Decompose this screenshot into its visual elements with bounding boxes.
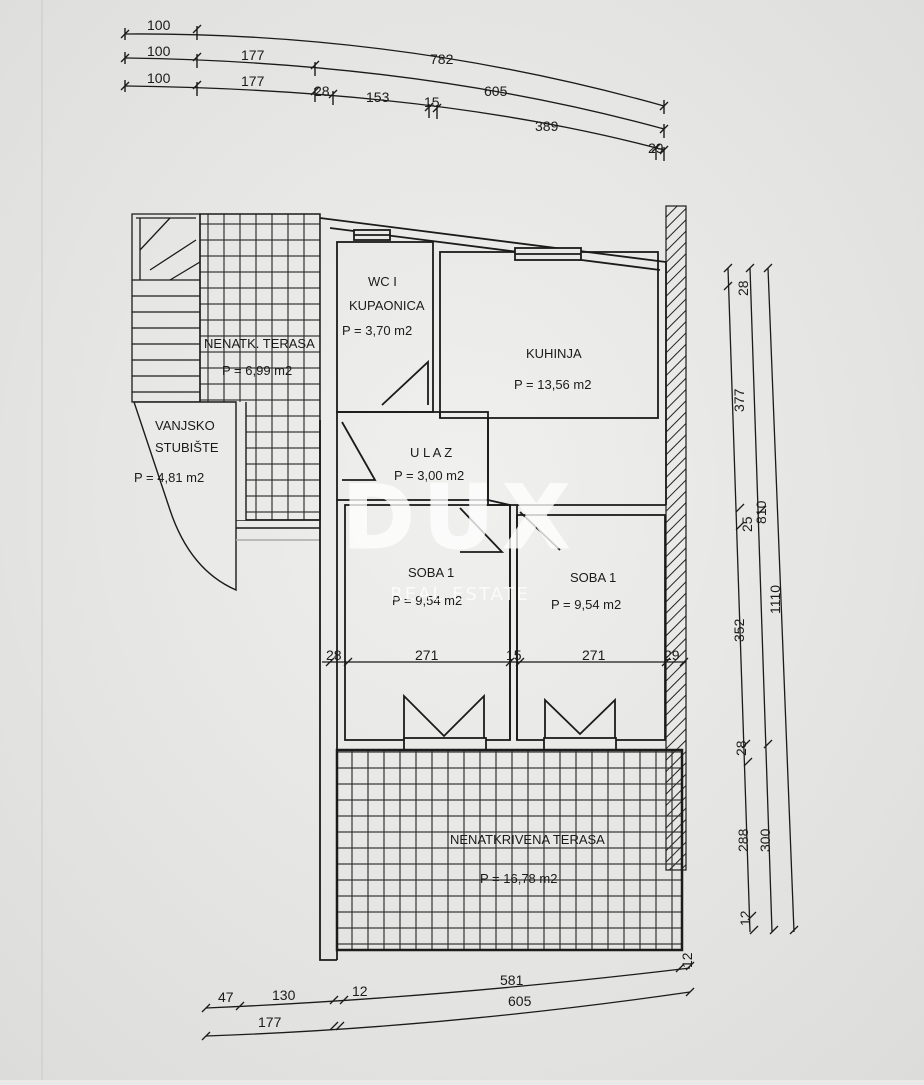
- kitchen-area: P = 13,56 m2: [514, 377, 591, 392]
- dim-right-810: 810: [753, 500, 769, 524]
- room-labels: WC I KUPAONICA P = 3,70 m2 KUHINJA P = 1…: [134, 274, 621, 886]
- top-dimension-labels: 100 782 100 177 605 100 177 28 153 15 38…: [147, 17, 664, 156]
- bottom-dimension-lines: [201, 961, 695, 1041]
- dim-right-352: 352: [731, 618, 747, 642]
- exterior-stairs: [133, 401, 320, 592]
- entrance-area: P = 3,00 m2: [394, 468, 464, 483]
- dim-inner-28: 28: [326, 647, 342, 663]
- dim-bottom-12-a: 12: [352, 983, 368, 999]
- room1-left-name: SOBA 1: [408, 565, 454, 580]
- entrance-name: U L A Z: [410, 445, 452, 460]
- inner-dimension-labels: 28 271 15 271 29: [326, 647, 680, 663]
- dim-right-300: 300: [757, 828, 773, 852]
- dim-bottom-47: 47: [218, 989, 234, 1005]
- dim-top-177-a: 177: [241, 47, 265, 63]
- dim-top-389: 389: [535, 118, 559, 134]
- upper-terrace-area: P = 6,99 m2: [222, 363, 292, 378]
- stairs-name-line2: STUBIŠTE: [155, 440, 219, 455]
- dim-top-153: 153: [366, 89, 390, 105]
- upper-terrace-name: NENATK. TERASA: [204, 336, 315, 351]
- room1-right-area: P = 9,54 m2: [551, 597, 621, 612]
- watermark-logo: DUX: [342, 466, 578, 569]
- dim-inner-15: 15: [506, 647, 522, 663]
- dim-top-100-a: 100: [147, 17, 171, 33]
- kitchen-name: KUHINJA: [526, 346, 582, 361]
- dim-top-100-c: 100: [147, 70, 171, 86]
- lower-terrace: [335, 748, 684, 952]
- bottom-dimension-labels: 47 130 12 581 12 177 605: [218, 952, 695, 1030]
- dim-inner-271-b: 271: [582, 647, 606, 663]
- dim-right-1110: 1110: [767, 585, 783, 614]
- top-dimension-lines: [120, 24, 669, 161]
- watermark: DUX REAL ESTATE: [341, 466, 578, 606]
- dim-bottom-605: 605: [508, 993, 532, 1009]
- dim-right-25: 25: [739, 516, 755, 532]
- stairs-area: P = 4,81 m2: [134, 470, 204, 485]
- dim-top-29: 29: [648, 140, 664, 156]
- lower-terrace-name: NENATKRIVENA TERASA: [450, 832, 605, 847]
- dim-right-28-a: 28: [735, 280, 751, 296]
- dim-right-377: 377: [731, 388, 747, 412]
- dim-right-28-b: 28: [733, 740, 749, 756]
- dim-bottom-177: 177: [258, 1014, 282, 1030]
- watermark-subtitle: REAL ESTATE: [390, 584, 530, 605]
- dim-top-15: 15: [424, 94, 440, 110]
- dim-inner-29: 29: [664, 647, 680, 663]
- dim-top-28: 28: [314, 83, 330, 99]
- wc-name-line2: KUPAONICA: [349, 298, 425, 313]
- right-dimension-labels: 28 377 25 352 28 288 12 810 300 1110: [731, 280, 783, 926]
- dim-bottom-12-b: 12: [679, 952, 695, 968]
- room1-right-name: SOBA 1: [570, 570, 616, 585]
- dim-bottom-130: 130: [272, 987, 296, 1003]
- dim-top-100-b: 100: [147, 43, 171, 59]
- dim-inner-271-a: 271: [415, 647, 439, 663]
- room1-left-area: P = 9,54 m2: [392, 593, 462, 608]
- dim-right-12: 12: [737, 910, 753, 926]
- dim-right-288: 288: [735, 828, 751, 852]
- wc-name-line1: WC I: [368, 274, 397, 289]
- dim-bottom-581: 581: [500, 972, 524, 988]
- dim-top-605: 605: [484, 83, 508, 99]
- wc-area: P = 3,70 m2: [342, 323, 412, 338]
- lower-terrace-area: P = 16,78 m2: [480, 871, 557, 886]
- dim-top-782: 782: [430, 51, 454, 67]
- dim-top-177-b: 177: [241, 73, 265, 89]
- stairs-name-line1: VANJSKO: [155, 418, 215, 433]
- inner-dimension-line: [322, 657, 689, 667]
- right-dimension-lines: [723, 263, 799, 935]
